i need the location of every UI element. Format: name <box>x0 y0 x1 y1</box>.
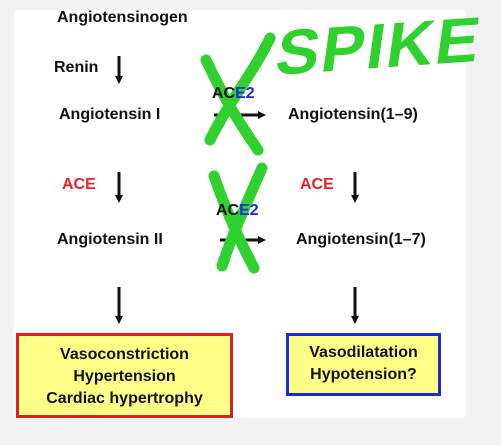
spike-annotation: SPIKE <box>271 3 487 89</box>
node-angiotensin-ii: Angiotensin II <box>57 231 163 248</box>
outcome-right-line: Hypotension? <box>310 366 417 383</box>
outcome-left-line: Vasoconstriction <box>60 346 189 363</box>
node-angiotensin-1-9: Angiotensin(1–9) <box>288 106 418 123</box>
outcome-box-vasoconstriction: Vasoconstriction Hypertension Cardiac hy… <box>16 333 233 418</box>
outcome-left-line: Hypertension <box>73 368 176 385</box>
outcome-left-line: Cardiac hypertrophy <box>46 390 203 407</box>
node-angiotensinogen: Angiotensinogen <box>57 9 188 26</box>
node-angiotensin-1-7: Angiotensin(1–7) <box>296 231 426 248</box>
enzyme-ace2-top: ACE2 <box>212 85 255 102</box>
outcome-right-line: Vasodilatation <box>309 344 418 361</box>
scribble-x-top <box>200 32 276 156</box>
enzyme-ace-right: ACE <box>300 176 334 193</box>
node-renin: Renin <box>54 59 99 76</box>
scribble-x-mid <box>208 162 268 274</box>
enzyme-ace-left: ACE <box>62 176 96 193</box>
node-angiotensin-i: Angiotensin I <box>59 106 161 123</box>
outcome-box-vasodilatation: Vasodilatation Hypotension? <box>286 333 441 396</box>
enzyme-ace2-mid: ACE2 <box>216 202 259 219</box>
